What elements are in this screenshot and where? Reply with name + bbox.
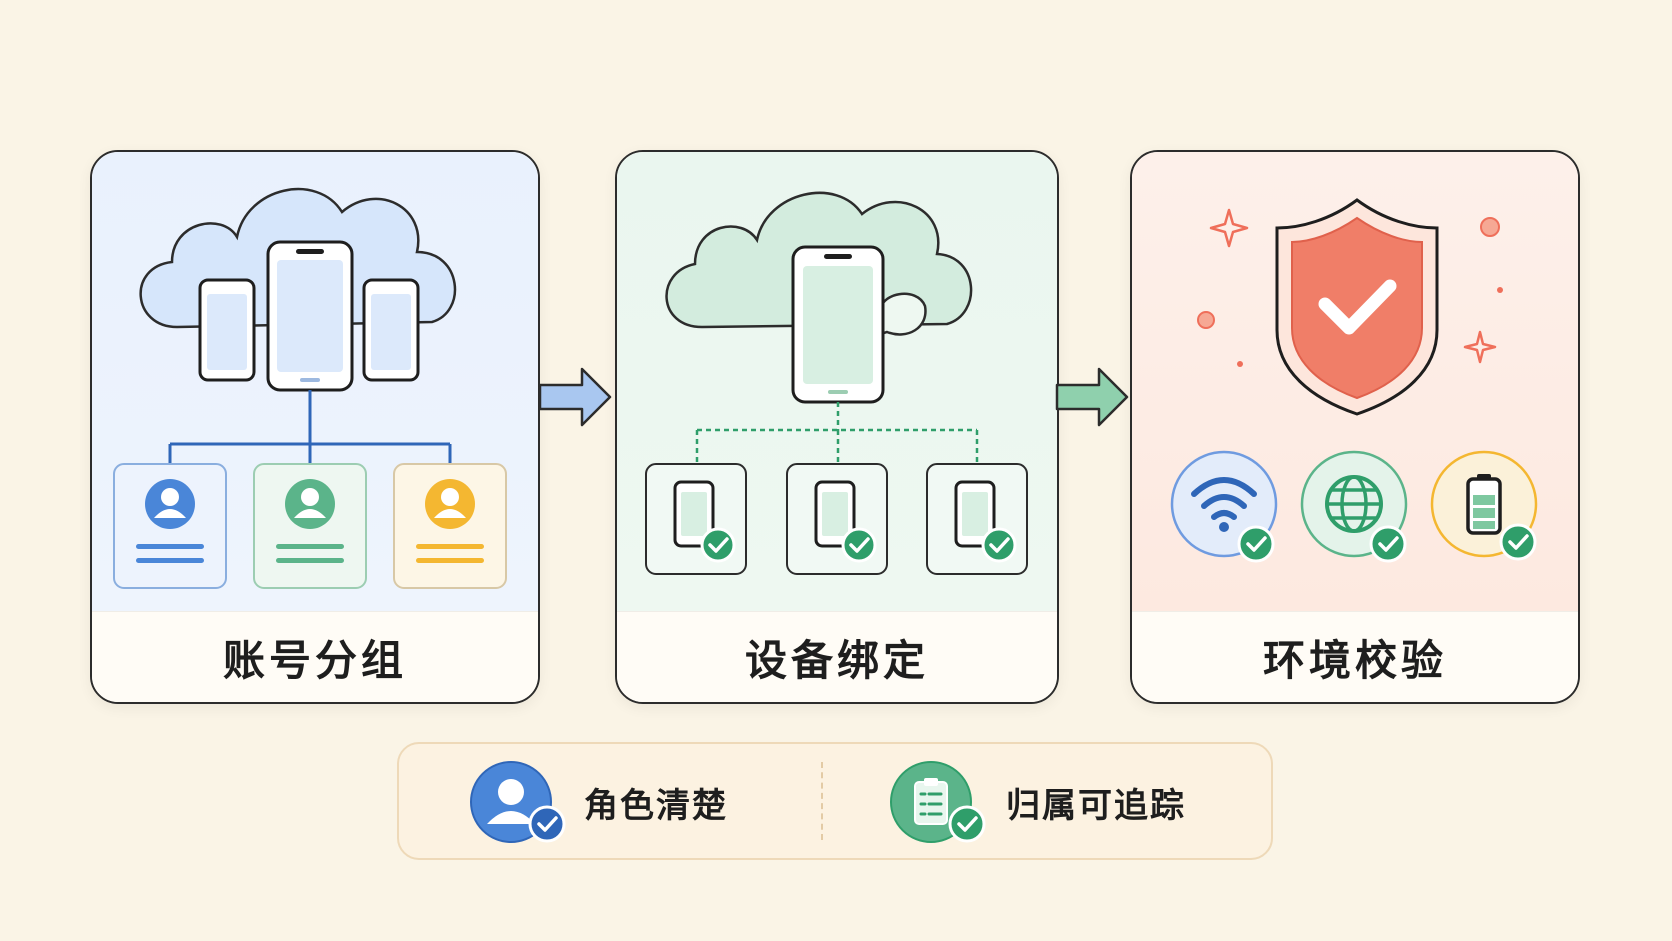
user-card-blue bbox=[113, 463, 227, 589]
globe-check-icon bbox=[1300, 450, 1408, 563]
arrow-right-icon-blue bbox=[538, 367, 612, 427]
device-tile-3 bbox=[926, 463, 1028, 575]
arrow-right-icon-green bbox=[1055, 367, 1129, 427]
phone-icon-left bbox=[198, 278, 256, 382]
step-title: 设备绑定 bbox=[744, 635, 929, 685]
dot-icon bbox=[1197, 311, 1215, 329]
device-tile-2 bbox=[786, 463, 888, 575]
step-card-account-grouping: 账号分组 bbox=[90, 150, 540, 704]
phone-icon-center bbox=[266, 240, 354, 392]
user-check-icon bbox=[470, 761, 566, 843]
dot-icon bbox=[1237, 361, 1243, 367]
phone-icon-right bbox=[362, 278, 420, 382]
step-card-environment-check: 环境校验 bbox=[1130, 150, 1580, 704]
sparkle-icon bbox=[1463, 330, 1497, 364]
sparkle-icon bbox=[1209, 208, 1249, 248]
step-title: 环境校验 bbox=[1262, 635, 1447, 685]
speech-bubble-icon bbox=[873, 292, 927, 338]
dot-icon bbox=[1480, 217, 1500, 237]
user-card-yellow bbox=[393, 463, 507, 589]
phone-icon-center bbox=[791, 245, 885, 404]
step-title-container: 账号分组 bbox=[92, 611, 538, 702]
account-grouping-illustration bbox=[92, 152, 538, 612]
user-card-green bbox=[253, 463, 367, 589]
environment-check-illustration bbox=[1132, 152, 1578, 612]
battery-check-icon bbox=[1430, 450, 1538, 561]
step-title-container: 环境校验 bbox=[1132, 611, 1578, 702]
summary-divider bbox=[821, 762, 823, 840]
device-tile-1 bbox=[645, 463, 747, 575]
device-binding-illustration bbox=[617, 152, 1057, 612]
step-title-container: 设备绑定 bbox=[617, 611, 1057, 702]
step-title: 账号分组 bbox=[222, 635, 407, 685]
summary-panel: 角色清楚 归属可追踪 bbox=[397, 742, 1273, 860]
wifi-check-icon bbox=[1170, 450, 1278, 563]
summary-item-label: 角色清楚 bbox=[584, 786, 728, 826]
dot-icon bbox=[1497, 287, 1503, 293]
clipboard-check-icon bbox=[890, 761, 986, 843]
step-card-device-binding: 设备绑定 bbox=[615, 150, 1059, 704]
shield-check-icon bbox=[1275, 198, 1439, 416]
summary-item-label: 归属可追踪 bbox=[1006, 786, 1186, 826]
